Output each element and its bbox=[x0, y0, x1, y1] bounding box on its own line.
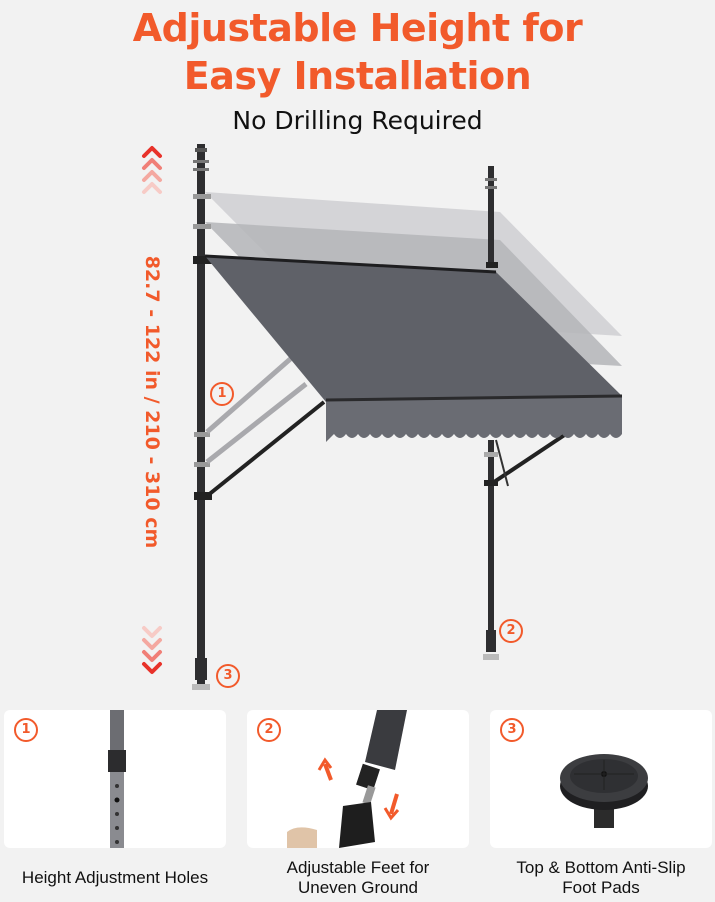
height-range-label: 82.7 - 122 in / 210 - 310 cm bbox=[141, 255, 163, 549]
left-pole bbox=[197, 144, 205, 684]
awning-illustration bbox=[142, 144, 623, 690]
up-arrows-icon bbox=[142, 146, 162, 194]
caption-height-holes: Height Adjustment Holes bbox=[21, 868, 209, 887]
caption-foot-pads-line-2: Foot Pads bbox=[562, 878, 640, 897]
left-foot-pad bbox=[192, 684, 210, 690]
pole-adjustment-holes-icon bbox=[108, 710, 126, 848]
awning-valance bbox=[326, 396, 622, 442]
card-marker-3: 3 bbox=[500, 718, 524, 742]
marker-1: 1 bbox=[210, 382, 234, 406]
caption-adjustable-feet-line-1: Adjustable Feet for bbox=[286, 858, 430, 877]
adjustable-foot-icon bbox=[287, 710, 407, 848]
feature-card-foot-pads: 3 bbox=[490, 710, 712, 848]
right-support-arm bbox=[492, 432, 568, 484]
headline-line-1: Adjustable Height for bbox=[132, 6, 583, 50]
right-foot-pad bbox=[483, 654, 499, 660]
feature-card-height-holes: 1 bbox=[4, 710, 226, 848]
caption-adjustable-feet: Adjustable Feet for Uneven Ground bbox=[240, 858, 476, 898]
crank-handle bbox=[495, 439, 509, 487]
marker-2: 2 bbox=[499, 619, 523, 643]
feature-card-adjustable-feet: 2 bbox=[247, 710, 469, 848]
right-top-pole bbox=[488, 166, 494, 266]
awning-fabric bbox=[205, 256, 622, 402]
marker-3: 3 bbox=[216, 664, 240, 688]
left-support-arm bbox=[205, 400, 326, 498]
card-marker-2: 2 bbox=[257, 718, 281, 742]
anti-slip-foot-pad-icon bbox=[560, 754, 648, 828]
headline-line-2: Easy Installation bbox=[183, 54, 532, 98]
caption-foot-pads: Top & Bottom Anti-Slip Foot Pads bbox=[483, 858, 715, 898]
down-arrows-icon bbox=[142, 626, 162, 674]
caption-foot-pads-line-1: Top & Bottom Anti-Slip bbox=[516, 858, 686, 877]
subtitle: No Drilling Required bbox=[232, 106, 483, 135]
caption-adjustable-feet-line-2: Uneven Ground bbox=[297, 878, 419, 897]
headline: Adjustable Height for Easy Installation bbox=[0, 4, 715, 100]
card-marker-1: 1 bbox=[14, 718, 38, 742]
right-bottom-pole bbox=[488, 440, 494, 650]
